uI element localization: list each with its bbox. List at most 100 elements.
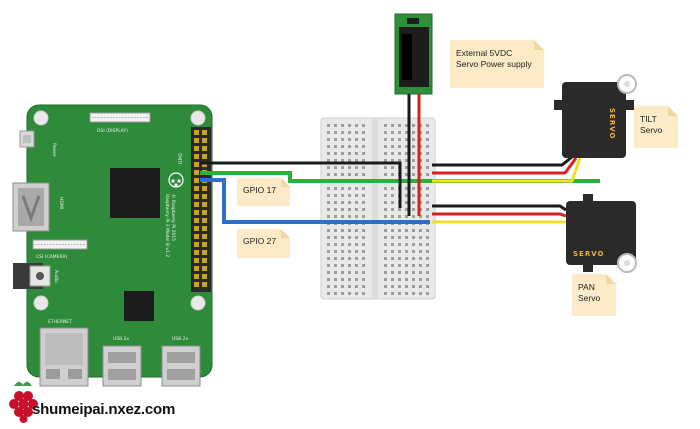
- breadboard-hole: [412, 271, 415, 274]
- breadboard-hole: [384, 208, 387, 211]
- breadboard-hole: [355, 257, 358, 260]
- pan-wire-red: [432, 212, 567, 218]
- breadboard-hole: [412, 166, 415, 169]
- breadboard-hole: [384, 236, 387, 239]
- hdmi-port: HDMI: [12, 182, 64, 232]
- gpio-pin: [194, 258, 199, 263]
- breadboard-hole: [398, 257, 401, 260]
- breadboard-hole: [384, 215, 387, 218]
- breadboard-hole: [362, 285, 365, 288]
- breadboard-hole: [341, 138, 344, 141]
- breadboard-hole: [348, 152, 351, 155]
- breadboard-hole: [362, 138, 365, 141]
- gpio-pin: [202, 202, 207, 207]
- gpio-pin: [202, 250, 207, 255]
- breadboard-hole: [355, 215, 358, 218]
- wire-gpio27-blue: [200, 178, 430, 224]
- breadboard-hole: [412, 201, 415, 204]
- wire-ground-black: [200, 161, 402, 208]
- breadboard-hole: [384, 124, 387, 127]
- gpio-pin: [194, 138, 199, 143]
- breadboard-hole: [327, 152, 330, 155]
- gpio-pin: [194, 186, 199, 191]
- gpio-pin: [194, 226, 199, 231]
- breadboard-hole: [384, 187, 387, 190]
- breadboard-hole: [384, 285, 387, 288]
- breadboard-hole: [426, 194, 429, 197]
- breadboard-hole: [412, 124, 415, 127]
- usb-port-2: USB 2x: [161, 336, 201, 387]
- breadboard-hole: [405, 271, 408, 274]
- breadboard-hole: [327, 229, 330, 232]
- dsi-connector: DSI (DISPLAY): [89, 112, 151, 134]
- breadboard-hole: [419, 278, 422, 281]
- breadboard-hole: [391, 264, 394, 267]
- breadboard-hole: [391, 257, 394, 260]
- breadboard-hole: [327, 278, 330, 281]
- note-tilt-line2: Servo: [640, 125, 662, 135]
- hdmi-label: HDMI: [58, 197, 64, 209]
- gpio-pin: [202, 266, 207, 271]
- breadboard-hole: [426, 215, 429, 218]
- breadboard-hole: [426, 131, 429, 134]
- breadboard-hole: [405, 152, 408, 155]
- soc-chip: [110, 168, 160, 218]
- gpio-pin: [194, 274, 199, 279]
- breadboard-hole: [341, 145, 344, 148]
- breadboard-hole: [348, 166, 351, 169]
- breadboard-hole: [398, 229, 401, 232]
- breadboard-hole: [426, 152, 429, 155]
- breadboard-hole: [412, 215, 415, 218]
- breadboard-hole: [327, 194, 330, 197]
- breadboard-hole: [362, 229, 365, 232]
- breadboard-hole: [398, 215, 401, 218]
- gpio-pin: [202, 274, 207, 279]
- breadboard-hole: [327, 138, 330, 141]
- breadboard-hole: [412, 187, 415, 190]
- breadboard-hole: [405, 236, 408, 239]
- breadboard-hole: [334, 271, 337, 274]
- breadboard-hole: [405, 194, 408, 197]
- breadboard-hole: [419, 285, 422, 288]
- breadboard-hole: [348, 194, 351, 197]
- breadboard-hole: [426, 257, 429, 260]
- breadboard-hole: [391, 208, 394, 211]
- breadboard-hole: [405, 229, 408, 232]
- breadboard-hole: [327, 124, 330, 127]
- breadboard-hole: [362, 201, 365, 204]
- breadboard-hole: [327, 187, 330, 190]
- breadboard-hole: [384, 159, 387, 162]
- breadboard-hole: [405, 243, 408, 246]
- breadboard-hole: [384, 152, 387, 155]
- breadboard-hole: [405, 124, 408, 127]
- breadboard-hole: [391, 271, 394, 274]
- breadboard-hole: [405, 166, 408, 169]
- breadboard-hole: [419, 257, 422, 260]
- breadboard-hole: [398, 285, 401, 288]
- tilt-servo-brand: SERVO: [608, 108, 616, 139]
- breadboard-hole: [426, 208, 429, 211]
- breadboard-hole: [355, 278, 358, 281]
- breadboard-hole: [362, 187, 365, 190]
- breadboard-hole: [334, 250, 337, 253]
- breadboard-hole: [348, 292, 351, 295]
- raspberry-logo-icon: [168, 172, 184, 188]
- breadboard-hole: [398, 271, 401, 274]
- csi-label: CSI (CAMERA): [36, 254, 67, 260]
- note-gpio17: GPIO 17: [237, 178, 290, 206]
- breadboard-hole: [348, 131, 351, 134]
- gpio-pin: [194, 146, 199, 151]
- breadboard-hole: [341, 173, 344, 176]
- wires: [200, 94, 600, 224]
- usb2-label: USB 2x: [172, 336, 189, 342]
- breadboard-hole: [341, 243, 344, 246]
- breadboard-hole: [334, 264, 337, 267]
- watermark-text: shumeipai.nxez.com: [32, 401, 176, 418]
- breadboard-hole: [419, 215, 422, 218]
- breadboard-hole: [398, 250, 401, 253]
- breadboard-hole: [384, 166, 387, 169]
- breadboard-hole: [355, 145, 358, 148]
- breadboard-hole: [384, 201, 387, 204]
- breadboard-hole: [348, 138, 351, 141]
